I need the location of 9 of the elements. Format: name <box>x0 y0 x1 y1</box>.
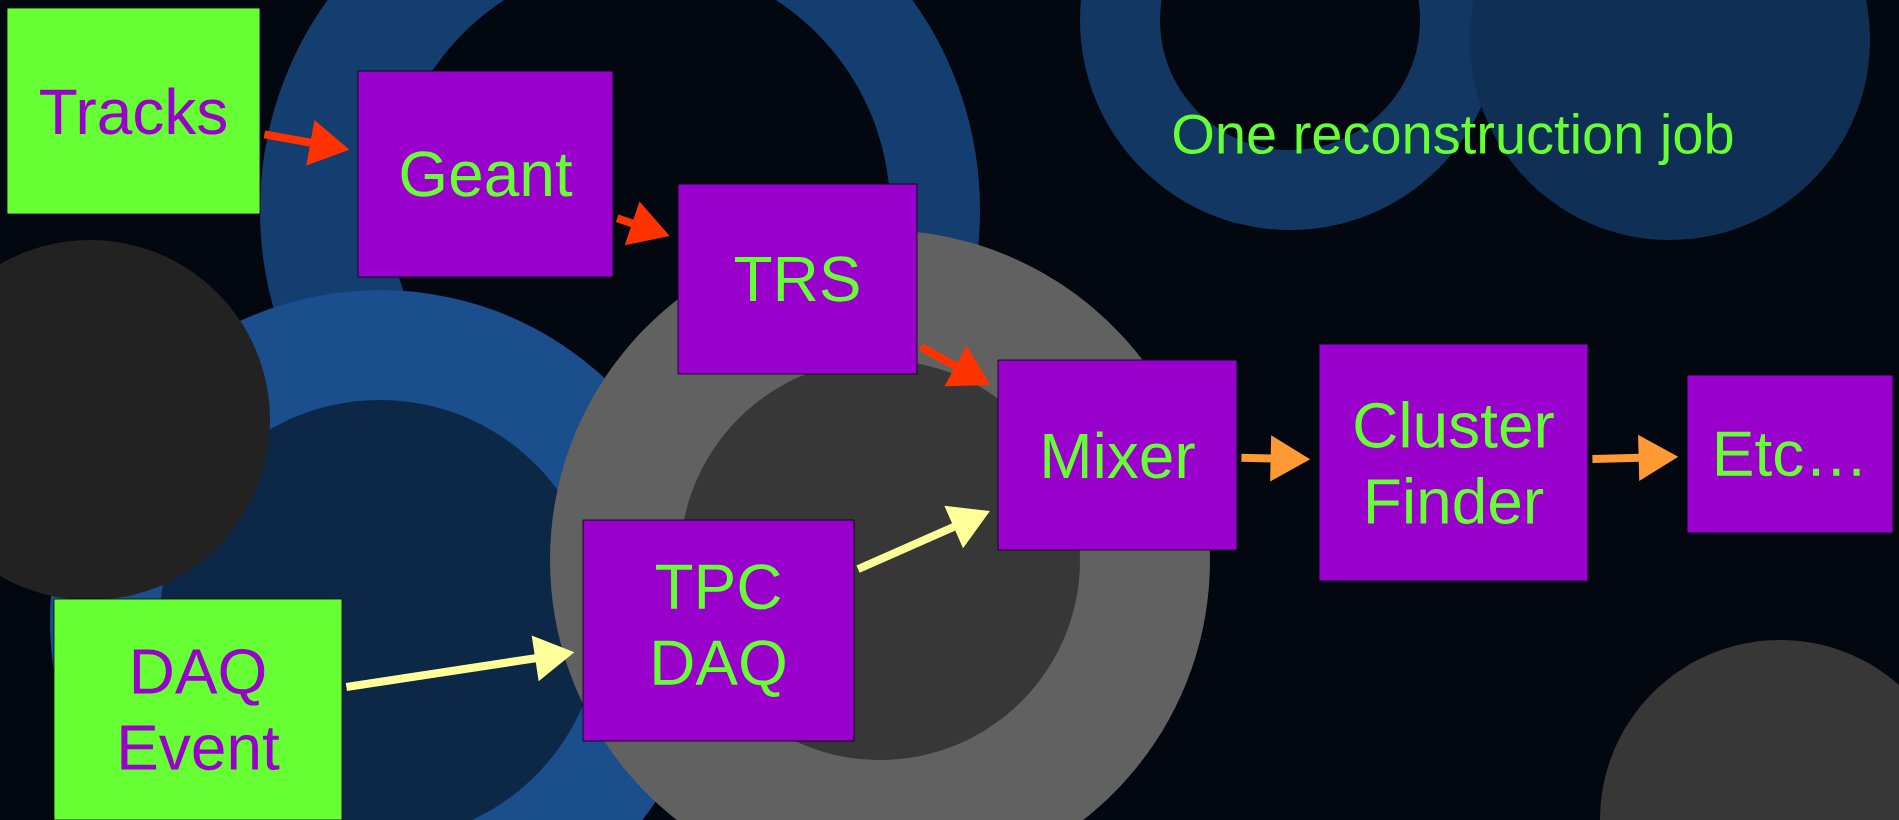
process-box: Geant <box>357 70 614 278</box>
title: One reconstruction job <box>1173 112 1733 166</box>
process-box: DAQ Event <box>53 598 343 820</box>
process-box: TRS <box>677 183 918 375</box>
process-box: Cluster Finder <box>1318 343 1589 582</box>
process-box: TPC DAQ <box>582 519 855 742</box>
process-box: Tracks <box>6 7 261 215</box>
process-box: Etc… <box>1686 374 1894 534</box>
process-box: Mixer <box>997 359 1238 551</box>
